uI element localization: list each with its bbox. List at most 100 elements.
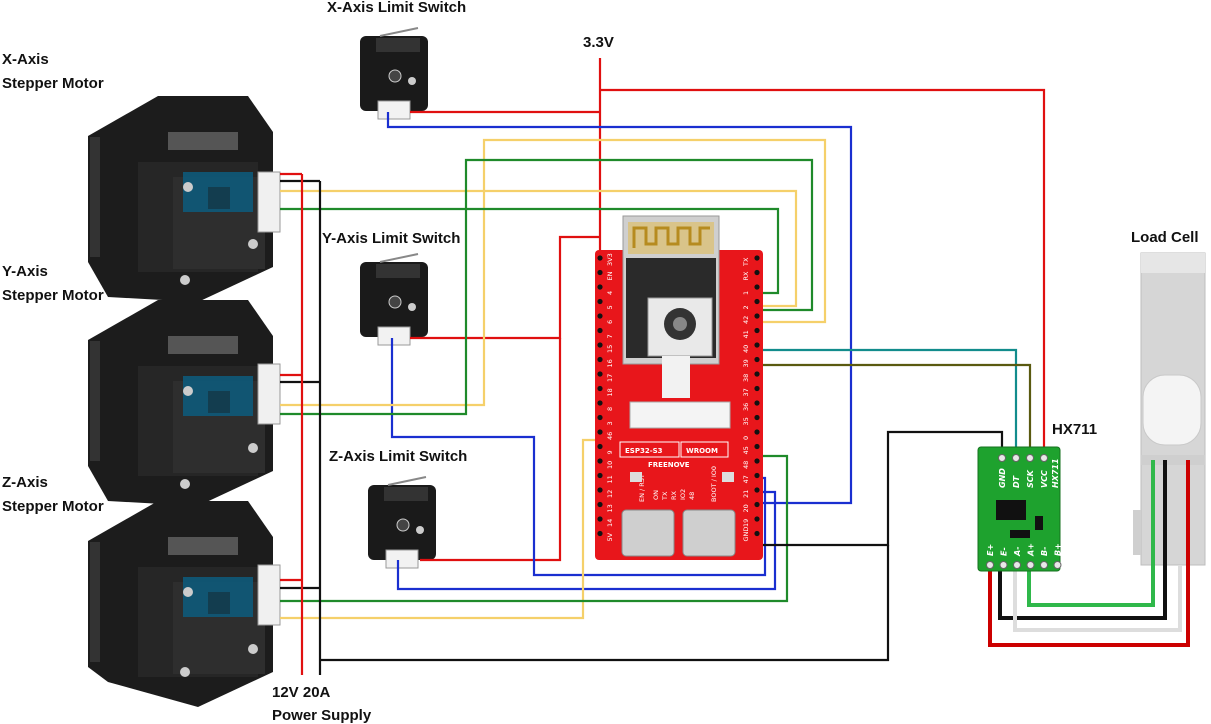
y-motor-label-1: Y-Axis [2, 263, 48, 280]
hx711-pin-bottom[interactable] [999, 561, 1008, 569]
esp32-pin-right[interactable] [754, 501, 760, 508]
esp32-pin-left[interactable] [597, 472, 603, 479]
esp32-pin-left[interactable] [597, 458, 603, 464]
esp32-pin-left[interactable] [597, 414, 603, 421]
hx711-pin-bottom[interactable] [986, 561, 994, 569]
usb-c-port-right[interactable] [682, 509, 736, 557]
hx711-pin-bottom[interactable] [1013, 561, 1021, 569]
x-axis-limit-switch [360, 27, 428, 120]
esp32-pin-right[interactable] [754, 458, 760, 464]
esp32-pin-label: TX [742, 257, 750, 267]
y-axis-limit-switch [360, 253, 428, 346]
esp32-pin-right[interactable] [754, 487, 760, 493]
esp32-led-label: IO2 [679, 489, 687, 500]
psu-label-2: Power Supply [272, 707, 372, 724]
esp32-pin-label: 16 [606, 359, 614, 367]
en-rst-button[interactable] [630, 472, 642, 482]
esp32-pin-right[interactable] [754, 342, 760, 348]
esp32-boot-label: BOOT / IO0 [710, 466, 718, 502]
esp32-pin-left[interactable] [597, 269, 603, 276]
esp32-pin-right[interactable] [754, 429, 760, 435]
esp32-pin-label: 5 [606, 305, 614, 309]
esp32-pin-right[interactable] [754, 530, 760, 537]
x-motor-label-1: X-Axis [2, 51, 49, 68]
esp32-pin-label: 35 [742, 417, 750, 425]
esp32-pin-left[interactable] [597, 284, 603, 290]
esp32-pin-right[interactable] [754, 255, 760, 261]
hx711-pin-top[interactable] [1012, 454, 1020, 462]
esp32-pin-label: 12 [606, 490, 614, 498]
esp32-pin-left[interactable] [597, 443, 603, 450]
wire-3v3-hx711-vcc [600, 88, 1046, 458]
esp32-pin-label: 48 [742, 461, 750, 469]
esp32-pin-label: RX [742, 271, 750, 281]
hx711-pin-label: B- [1040, 547, 1049, 556]
esp32-pin-right[interactable] [754, 269, 760, 276]
esp32-pin-label: 0 [742, 436, 750, 440]
boot-button[interactable] [722, 472, 734, 482]
esp32-pin-label: 5V [606, 532, 614, 541]
hx711-pin-top[interactable] [998, 454, 1006, 462]
hx711-pin-bottom[interactable] [1053, 561, 1062, 569]
esp32-led-label: TX [661, 491, 669, 501]
esp32-pin-right[interactable] [754, 284, 760, 290]
hx711-pin-top[interactable] [1040, 454, 1048, 462]
z-switch-label: Z-Axis Limit Switch [329, 448, 467, 465]
hx711-pin-bottom[interactable] [1026, 561, 1035, 569]
wire-z-switch-signal [396, 490, 777, 591]
esp32-pin-left[interactable] [597, 487, 603, 493]
esp32-pin-left[interactable] [597, 501, 603, 508]
esp32-pin-right[interactable] [754, 313, 760, 319]
esp32-pin-label: 8 [606, 407, 614, 411]
esp32-brand-label: FREENOVE [648, 461, 690, 469]
esp32-pin-label: 37 [742, 388, 750, 396]
esp32-pin-right[interactable] [754, 414, 760, 421]
esp32-pin-right[interactable] [754, 385, 760, 392]
esp32-pin-label: 1 [742, 291, 750, 295]
esp32-pin-right[interactable] [754, 472, 760, 479]
z-axis-limit-switch [368, 476, 436, 569]
esp32-pin-left[interactable] [597, 327, 603, 334]
esp32-pin-left[interactable] [597, 530, 603, 537]
esp32-pin-left[interactable] [597, 356, 603, 363]
esp32-pin-label: 19 [742, 519, 750, 527]
esp32-pin-label: 42 [742, 316, 750, 324]
hx711-pin-bottom[interactable] [1040, 561, 1048, 569]
esp32-pin-left[interactable] [597, 298, 603, 305]
esp32-pin-label: 3V3 [606, 253, 614, 266]
esp32-pin-left[interactable] [597, 255, 603, 261]
wire-3v3-z-switch [420, 338, 562, 562]
esp32-pin-left[interactable] [597, 342, 603, 348]
esp32-pin-right[interactable] [754, 298, 760, 305]
wire-lc-black [998, 460, 1167, 620]
esp32-pin-right[interactable] [754, 356, 760, 363]
esp32-pin-left[interactable] [597, 385, 603, 392]
esp32-pin-label: 46 [606, 432, 614, 440]
esp32-pin-label: 36 [742, 403, 750, 411]
supply-3v3-label: 3.3V [583, 34, 614, 51]
esp32-pin-right[interactable] [754, 327, 760, 334]
esp32-pin-right[interactable] [754, 371, 760, 377]
esp32-pin-left[interactable] [597, 313, 603, 319]
esp32-led-label: RX [670, 490, 678, 500]
esp32-model-label: ESP32-S3 [625, 447, 663, 455]
wire-y-dir-yellow [280, 138, 827, 407]
esp32-pin-left[interactable] [597, 429, 603, 435]
esp32-pin-label: 20 [742, 504, 750, 512]
esp32-pin-right[interactable] [754, 400, 760, 406]
esp32-pin-left[interactable] [597, 400, 603, 406]
esp32-pin-label: 15 [606, 345, 614, 353]
esp32-pin-label: 47 [742, 475, 750, 483]
hx711-pin-top[interactable] [1026, 454, 1034, 462]
usb-c-port-left[interactable] [621, 509, 675, 557]
esp32-pin-right[interactable] [754, 443, 760, 450]
esp32-pin-left[interactable] [597, 516, 603, 522]
esp32-pin-left[interactable] [597, 371, 603, 377]
esp32-pin-right[interactable] [754, 516, 760, 522]
hx711-label: HX711 [1052, 421, 1097, 438]
esp32-pin-label: 4 [606, 291, 614, 295]
esp32-led-label: ON [652, 490, 660, 500]
esp32-pin-label: 7 [606, 334, 614, 338]
hx711-pin-label: SCK [1026, 469, 1035, 488]
